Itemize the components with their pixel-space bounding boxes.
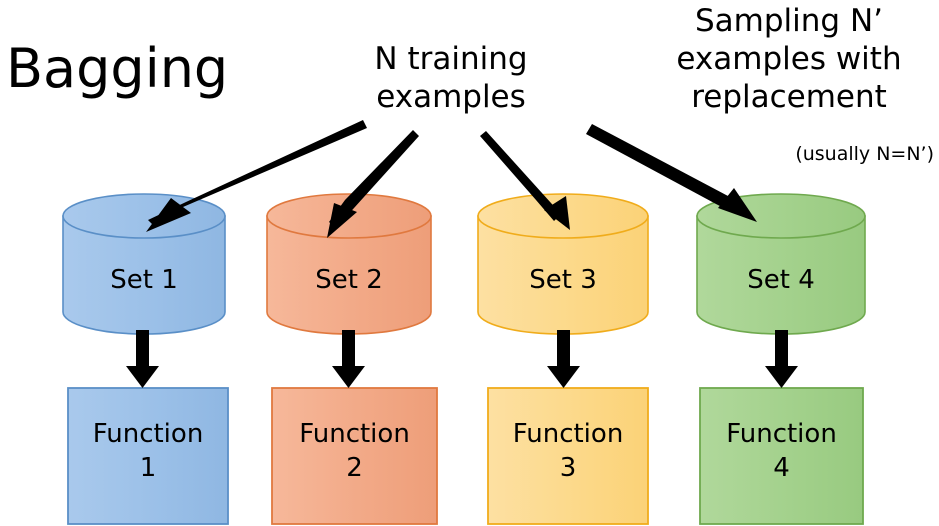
function-box-4[interactable] (699, 387, 864, 525)
callout-sampling-with-replacement: Sampling N’ examples with replacement (676, 3, 902, 115)
function-box-1[interactable] (67, 387, 229, 525)
sampling-arrow-to-set-2 (327, 130, 419, 238)
callout-usually-n-equals-n-prime: (usually N=N’) (795, 143, 934, 165)
train-arrow-set-1-to-function-1 (126, 330, 159, 388)
cylinder-top-set-1 (62, 193, 226, 239)
function-box-3[interactable] (487, 387, 649, 525)
sampling-arrow-to-set-4 (586, 124, 757, 222)
train-arrow-set-2-to-function-2 (332, 330, 365, 388)
callout-n-training-examples: N training examples (374, 41, 528, 115)
dataset-cylinder-set-4[interactable] (696, 193, 866, 335)
dataset-cylinder-set-1[interactable] (62, 193, 226, 335)
sampling-arrow-to-set-1 (146, 120, 367, 232)
page-title: Bagging (6, 37, 229, 100)
train-arrow-set-4-to-function-4 (765, 330, 798, 388)
train-arrow-set-3-to-function-3 (547, 330, 580, 388)
function-box-2[interactable] (271, 387, 438, 525)
sampling-arrow-to-set-3 (480, 131, 570, 230)
